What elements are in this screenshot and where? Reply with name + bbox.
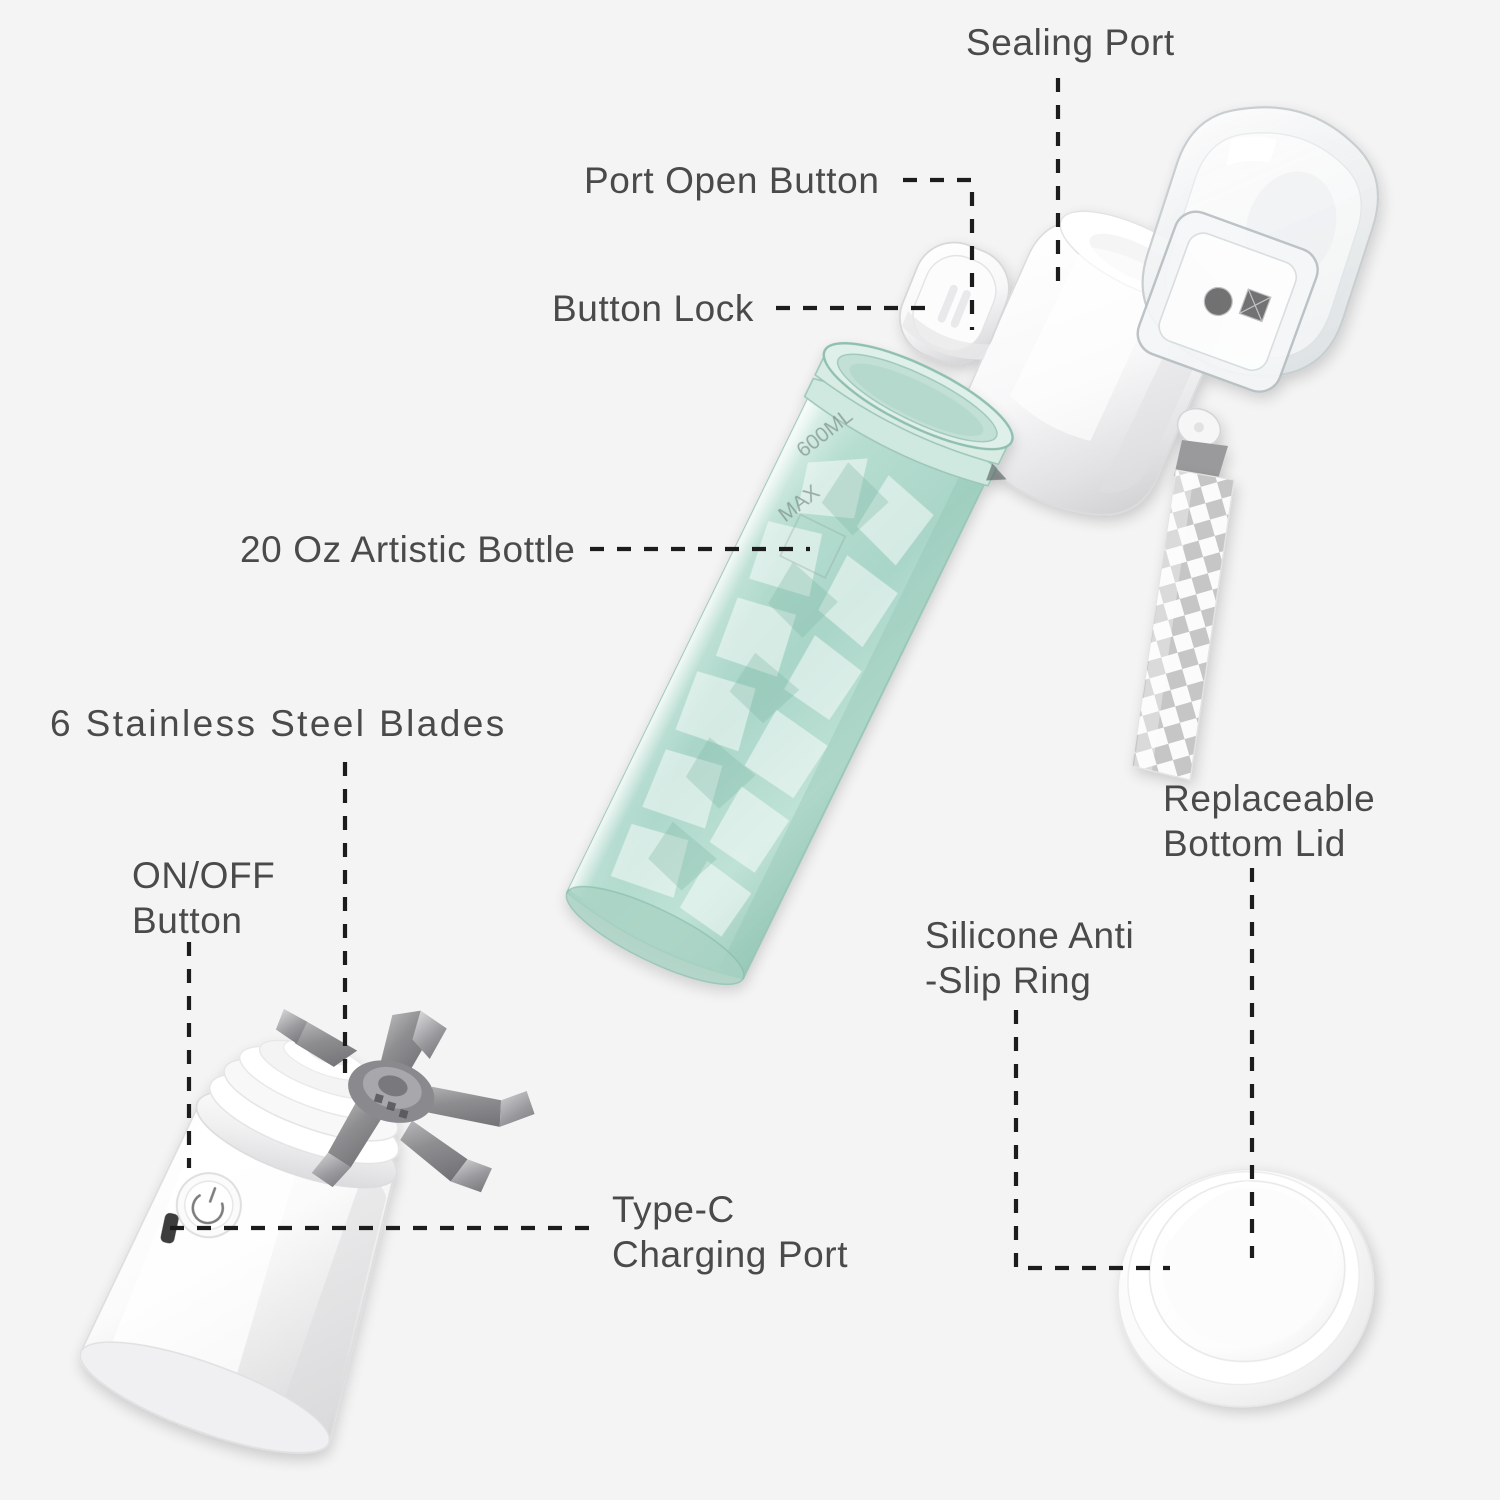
button-lock-art: [898, 241, 1010, 365]
leader-port-open-button: [903, 177, 975, 330]
label-sealing-port: Sealing Port: [966, 22, 1175, 63]
sealing-port-art: [1136, 210, 1319, 393]
power-button-art: [175, 1172, 242, 1239]
bottle-max-text: MAX: [774, 481, 824, 527]
charging-port-art: [160, 1212, 179, 1244]
bottom-lid-art: [1117, 1168, 1375, 1408]
bottle-art: 600ML MAX: [565, 342, 1014, 986]
label-type-c-port: Type-C Charging Port: [612, 1189, 849, 1276]
clear-flip-lid-art: [1141, 106, 1380, 377]
bottle-volume-text: 600ML: [792, 404, 857, 462]
label-button-lock: Button Lock: [552, 288, 755, 329]
blades-art: [275, 1008, 535, 1193]
motor-base-art: [79, 1039, 400, 1454]
label-bottom-lid: Replaceable Bottom Lid: [1163, 778, 1376, 865]
label-antislip-ring: Silicone Anti -Slip Ring: [925, 915, 1135, 1002]
label-onoff-button: ON/OFF Button: [132, 855, 276, 942]
label-port-open-button: Port Open Button: [584, 160, 880, 201]
leader-antislip-ring: [1013, 1010, 1170, 1271]
label-artistic-bottle: 20 Oz Artistic Bottle: [240, 529, 576, 570]
label-steel-blades: 6 Stainless Steel Blades: [50, 703, 507, 744]
lid-assembly-art: [898, 106, 1380, 516]
wrist-strap-art: [1131, 469, 1235, 781]
